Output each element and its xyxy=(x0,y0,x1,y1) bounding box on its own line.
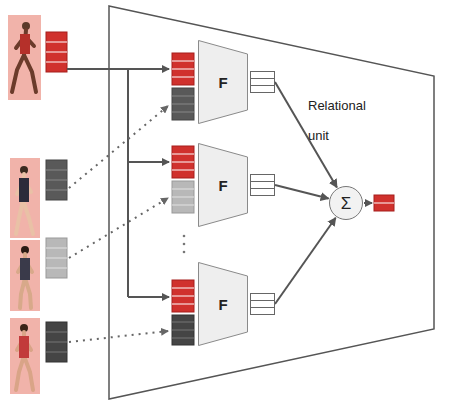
dotted-wire xyxy=(69,106,168,342)
unit-label: Relational unit xyxy=(308,91,382,151)
feature-vector xyxy=(46,160,67,200)
output-vector-cell xyxy=(251,307,275,308)
function-block: F xyxy=(198,143,275,227)
output-vector xyxy=(251,175,275,196)
function-label: F xyxy=(198,262,248,346)
function-trapezoid xyxy=(199,144,248,227)
function-trapezoid xyxy=(199,263,248,346)
relational-unit: FFFΣRelational unit xyxy=(108,5,435,400)
player-photo xyxy=(10,158,40,238)
output-vector xyxy=(251,294,275,315)
function-block-outline xyxy=(198,143,275,227)
output-vector-cell xyxy=(251,300,275,301)
output-vector xyxy=(251,72,275,93)
sum-symbol: Σ xyxy=(329,186,363,220)
sum-circle xyxy=(330,187,363,220)
arrow-connector xyxy=(275,185,329,199)
player-photo xyxy=(10,240,40,311)
output-vector-cell xyxy=(251,188,275,189)
feature-vector xyxy=(46,322,67,362)
output-vector-cell xyxy=(251,85,275,86)
input-wire xyxy=(67,69,169,297)
output-wire xyxy=(364,195,394,211)
relational-unit-outline xyxy=(108,5,435,400)
function-block: F xyxy=(198,40,275,124)
player-photo xyxy=(8,15,41,100)
feature-vector xyxy=(172,88,194,345)
function-label: F xyxy=(198,143,248,227)
function-block-outline xyxy=(198,40,275,124)
function-block: F xyxy=(198,262,275,346)
sum-node: Σ xyxy=(329,186,363,220)
function-trapezoid xyxy=(199,41,248,124)
arrow-connector xyxy=(275,218,336,304)
function-block-outline xyxy=(198,262,275,346)
feature-vector xyxy=(172,53,194,312)
output-vector-cell xyxy=(251,181,275,182)
function-label: F xyxy=(198,40,248,124)
feature-vector xyxy=(46,238,67,278)
output-vector-cell xyxy=(251,78,275,79)
feature-vector xyxy=(46,32,67,72)
ellipsis-dots xyxy=(183,235,186,254)
player-photo xyxy=(10,318,40,394)
unit-outline xyxy=(109,6,434,399)
